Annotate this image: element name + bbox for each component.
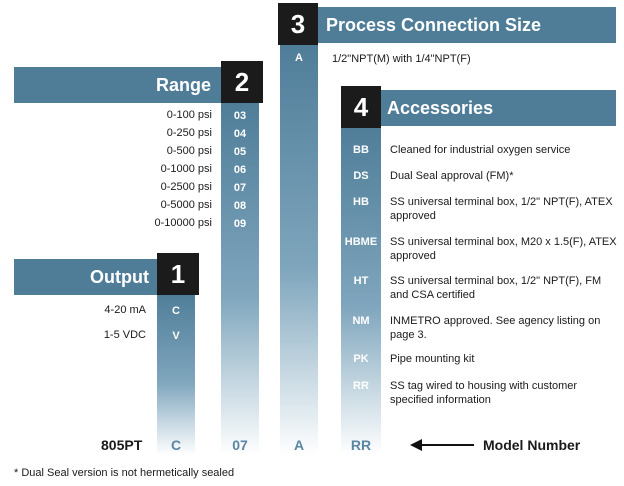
range-label: 0-10000 psi <box>154 217 213 229</box>
accessory-code: HT <box>353 275 369 287</box>
section-3-number: 3 <box>278 3 318 45</box>
output-label: 4-20 mA <box>104 304 146 316</box>
section-2-number: 2 <box>221 61 263 103</box>
output-column <box>157 293 195 455</box>
process-connection-banner: Process Connection Size <box>278 7 616 43</box>
output-code: C <box>172 305 180 317</box>
accessories-banner: Accessories <box>341 90 616 126</box>
accessory-desc: SS universal terminal box, M20 x 1.5(F),… <box>390 236 617 262</box>
section-1-number: 1 <box>157 253 199 295</box>
footnote: * Dual Seal version is not hermetically … <box>14 467 235 479</box>
range-label: 0-2500 psi <box>160 181 212 193</box>
output-label: 1-5 VDC <box>103 329 146 341</box>
accessory-code: RR <box>353 380 369 392</box>
connection-code: A <box>295 52 303 64</box>
model-output-code: C <box>170 437 182 453</box>
model-connection-code: A <box>293 437 305 453</box>
accessory-desc: SS tag wired to housing with customer sp… <box>390 380 578 406</box>
accessory-desc: SS universal terminal box, 1/2" NPT(F), … <box>390 196 613 222</box>
range-code: 06 <box>233 164 247 176</box>
range-code: 03 <box>233 110 247 122</box>
output-code: V <box>172 330 180 342</box>
accessory-desc: SS universal terminal box, 1/2" NPT(F), … <box>390 275 602 301</box>
range-label: 0-5000 psi <box>160 199 212 211</box>
accessory-code: DS <box>353 170 369 182</box>
accessory-desc: Dual Seal approval (FM)* <box>390 170 514 182</box>
accessory-code: BB <box>353 144 369 156</box>
accessory-desc: Cleaned for industrial oxygen service <box>390 144 571 156</box>
accessory-desc: INMETRO approved. See agency listing on … <box>390 315 601 341</box>
output-title: Output <box>90 267 149 287</box>
model-number-label: Model Number <box>483 437 581 453</box>
range-label: 0-250 psi <box>166 127 212 139</box>
model-base: 805PT <box>101 437 143 453</box>
range-banner: Range <box>14 67 259 103</box>
accessories-title: Accessories <box>387 98 494 118</box>
arrow-line <box>412 444 474 446</box>
range-code: 09 <box>233 218 247 230</box>
range-label: 0-500 psi <box>166 145 212 157</box>
accessories-column <box>341 126 381 455</box>
connection-desc: 1/2"NPT(M) with 1/4"NPT(F) <box>332 53 471 65</box>
accessory-code: PK <box>353 353 369 365</box>
range-column <box>221 102 259 455</box>
connection-column <box>280 44 318 455</box>
range-label: 0-1000 psi <box>160 163 212 175</box>
model-accessory-code: RR <box>350 437 372 453</box>
accessory-desc: Pipe mounting kit <box>390 353 475 365</box>
accessory-code: HBME <box>344 236 378 248</box>
section-4-number: 4 <box>341 86 381 128</box>
accessory-code: NM <box>352 315 370 327</box>
range-code: 07 <box>233 182 247 194</box>
range-title: Range <box>155 75 211 95</box>
range-code: 04 <box>233 128 247 140</box>
accessory-code: HB <box>353 196 369 208</box>
range-code: 08 <box>233 200 247 212</box>
range-label: 0-100 psi <box>166 109 212 121</box>
range-code: 05 <box>233 146 247 158</box>
process-connection-title: Process Connection Size <box>326 15 542 35</box>
model-range-code: 07 <box>232 437 248 453</box>
